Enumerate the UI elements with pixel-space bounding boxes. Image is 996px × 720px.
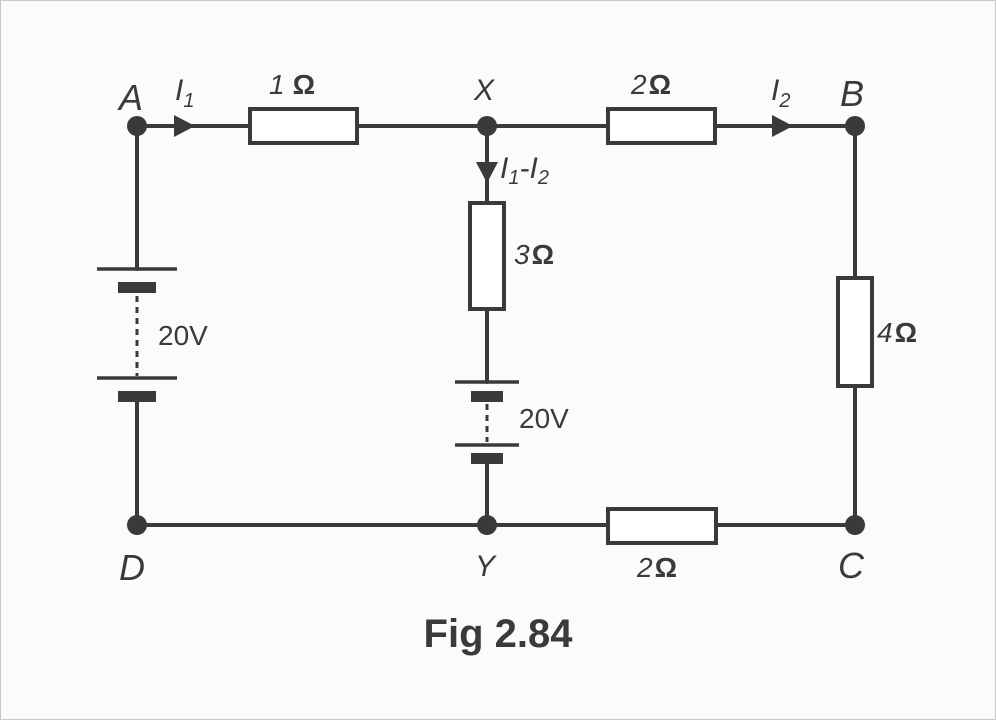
current-i2-label: I2	[771, 74, 790, 112]
left-battery-plate-1-short	[118, 282, 156, 293]
node-d-dot	[127, 515, 147, 535]
node-b-dot	[845, 116, 865, 136]
node-x-dot	[477, 116, 497, 136]
node-b-label: B	[840, 73, 864, 114]
battery-xy-label: 20V	[519, 403, 569, 434]
resistor-yc	[606, 507, 718, 545]
resistor-xy-label: 3Ω	[514, 239, 554, 270]
node-a-label: A	[117, 77, 143, 118]
resistor-bc	[836, 276, 874, 388]
node-y-label: Y	[475, 550, 497, 583]
node-y-dot	[477, 515, 497, 535]
resistor-xy	[468, 201, 506, 311]
resistor-xb	[606, 107, 717, 145]
current-i1-label: I1	[175, 74, 194, 112]
node-a-dot	[127, 116, 147, 136]
mid-battery-plate-1-short	[471, 391, 503, 402]
left-battery-plate-2-short	[118, 391, 156, 402]
current-i1-minus-i2-label: I1-I2	[500, 152, 549, 189]
node-x-label: X	[473, 74, 495, 107]
resistor-ax	[248, 107, 359, 145]
node-d-label: D	[119, 547, 145, 588]
node-c-dot	[845, 515, 865, 535]
node-c-label: C	[838, 545, 865, 586]
current-arrow-i2	[772, 115, 793, 137]
current-arrow-i1	[174, 115, 195, 137]
resistor-yc-label: 2Ω	[636, 552, 677, 583]
current-arrow-i1-minus-i2	[476, 162, 498, 183]
figure-caption: Fig 2.84	[423, 612, 573, 656]
resistor-bc-label: 4Ω	[877, 317, 917, 348]
resistor-xb-label: 2Ω	[630, 69, 671, 100]
mid-battery-plate-2-short	[471, 453, 503, 464]
battery-ad-label: 20V	[158, 320, 208, 351]
